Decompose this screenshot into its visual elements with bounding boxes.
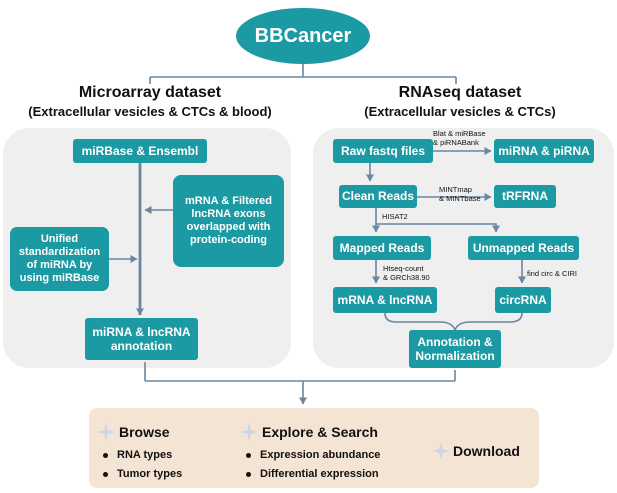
node-clean-reads: Clean Reads: [339, 185, 417, 208]
bullet-dot: [103, 452, 108, 458]
microarray-heading: Microarray dataset: [78, 84, 222, 101]
node-mrna-filtered-lncrna: mRNA & Filtered lncRNA exons overlapped …: [173, 175, 284, 267]
node-mirna-lncrna-annotation: miRNA & lncRNA annotation: [85, 318, 198, 360]
sparkle-icon-download: [432, 442, 450, 460]
node-raw-fastq: Raw fastq files: [333, 139, 433, 163]
label-find-circ: find circ & CIRI: [527, 269, 578, 278]
rnaseq-heading: RNAseq dataset: [398, 84, 522, 101]
node-circrna: circRNA: [495, 287, 551, 313]
node-mirna-pirna: miRNA & piRNA: [494, 139, 594, 163]
browse-item-rna-types: RNA types: [103, 449, 172, 461]
node-annotation-normalization: Annotation & Normalization: [409, 330, 501, 368]
microarray-subheading: (Extracellular vesicles & CTCs & blood): [28, 104, 272, 119]
node-mirbase-ensembl: miRBase & Ensembl: [73, 139, 207, 163]
node-unmapped-reads: Unmapped Reads: [468, 236, 579, 260]
node-mapped-reads: Mapped Reads: [333, 236, 431, 260]
label-htseq-count: Htseq-count & GRCh38.90: [383, 264, 430, 283]
node-trfrna: tRFRNA: [494, 185, 556, 208]
bullet-dot: [103, 471, 108, 477]
label-blat-mirbase: Blat & miRBase & piRNABank: [433, 129, 486, 148]
sparkle-icon-explore: [240, 423, 258, 441]
title-ellipse: BBCancer: [236, 8, 370, 64]
explore-title: Explore & Search: [262, 424, 378, 440]
browse-title: Browse: [119, 424, 170, 440]
browse-item-tumor-types: Tumor types: [103, 468, 182, 480]
label-hisat2: HISAT2: [382, 212, 408, 221]
explore-item-differential-expression: Differential expression: [246, 468, 379, 480]
node-unified-standardization: Unified standardization of miRNA by usin…: [10, 227, 109, 291]
explore-item-expression-abundance: Expression abundance: [246, 449, 380, 461]
rnaseq-subheading: (Extracellular vesicles & CTCs): [364, 104, 556, 119]
sparkle-icon-browse: [97, 423, 115, 441]
download-title: Download: [453, 443, 520, 459]
label-mintmap: MINTmap & MINTbase: [439, 185, 481, 204]
node-mrna-lncrna: mRNA & lncRNA: [333, 287, 437, 313]
title-text: BBCancer: [254, 24, 352, 47]
bullet-dot: [246, 452, 251, 458]
features-panel: [89, 408, 539, 488]
bullet-dot: [246, 471, 251, 477]
